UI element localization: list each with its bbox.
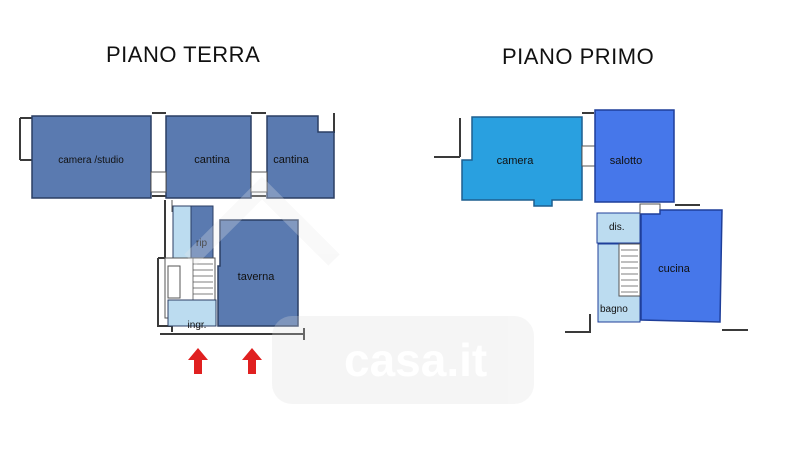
room-cucina: [640, 209, 723, 323]
house-logo-icon: [184, 176, 340, 266]
label-disimpegno: dis.: [609, 222, 625, 233]
room-salotto: [594, 109, 675, 203]
room-camera-studio: [31, 115, 152, 199]
room-cantina-2: [266, 115, 335, 199]
watermark-text: casa.it: [344, 334, 487, 386]
label-camera: camera: [497, 155, 535, 167]
room-taverna: [217, 219, 299, 327]
room-camera: [461, 116, 583, 207]
room-disimpegno: [596, 212, 641, 244]
first-floor-plan: [434, 109, 748, 333]
first-floor-title: PIANO PRIMO: [502, 44, 655, 69]
label-salotto: salotto: [610, 155, 642, 167]
room-cantina-1: [165, 115, 252, 199]
label-cantina-2: cantina: [273, 154, 309, 166]
label-ingresso: ingr.: [188, 320, 207, 331]
label-camera-studio: camera /studio: [58, 155, 124, 166]
ground-floor-plan: [19, 112, 335, 374]
label-cantina-1: cantina: [194, 154, 230, 166]
ground-floor-title: PIANO TERRA: [106, 42, 261, 67]
entrance-arrow-left: [188, 348, 208, 374]
entrance-arrow-right: [242, 348, 262, 374]
label-cucina: cucina: [658, 263, 691, 275]
room-ingresso: [167, 299, 217, 327]
label-bagno: bagno: [600, 304, 628, 315]
label-rip: rip: [196, 238, 208, 249]
watermark: casa.it: [184, 176, 534, 404]
label-taverna: taverna: [238, 271, 276, 283]
